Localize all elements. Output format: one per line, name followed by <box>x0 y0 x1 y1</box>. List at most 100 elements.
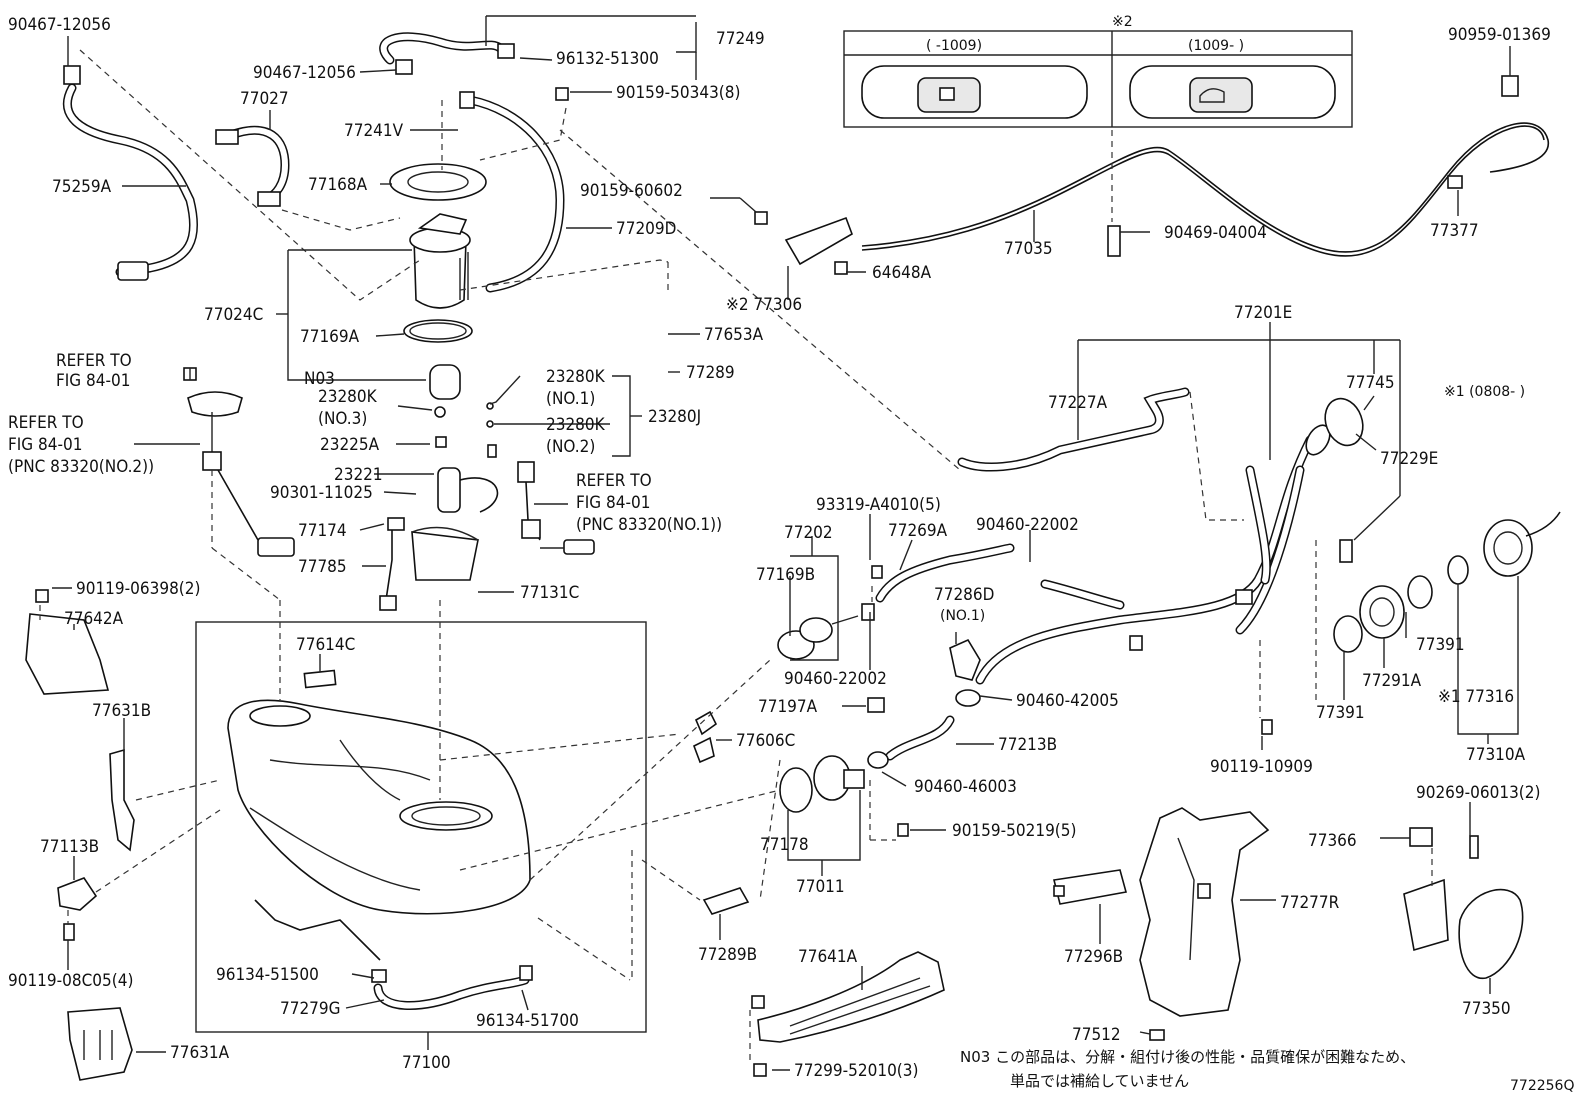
sender-gauge-right <box>517 461 595 555</box>
label-77291A: 77291A <box>1362 671 1422 691</box>
inlet-77291A <box>1359 585 1405 639</box>
label-77299-52010: 77299-52010(3) <box>794 1061 918 1081</box>
label-77169B: 77169B <box>756 565 815 585</box>
label-77286D-n: (NO.1) <box>940 608 985 624</box>
pump-bracket-77131C <box>411 531 479 581</box>
sender-gauge-plate-77202 <box>777 565 883 660</box>
fuel-door-opener-inset: ※2 ( -1009) (1009- ) <box>843 14 1353 128</box>
label-77606C: 77606C <box>736 731 795 751</box>
label-77286D: 77286D <box>934 585 994 605</box>
label-refer2-b: FIG 84-01 <box>8 435 82 455</box>
fuel-pump-body <box>413 237 467 309</box>
cap <box>1483 519 1533 577</box>
label-77306: ※2 77306 <box>726 295 802 315</box>
label-23221: 23221 <box>334 465 383 485</box>
label-90159-50343: 90159-50343(8) <box>616 83 740 103</box>
inset-frame <box>843 30 1353 128</box>
clamp-77197A <box>867 697 885 713</box>
label-77512: 77512 <box>1072 1025 1121 1045</box>
label-75259A: 75259A <box>52 177 112 197</box>
gasket-77391-a <box>1333 615 1363 653</box>
label-refer3-c: (PNC 83320(NO.1)) <box>576 515 722 535</box>
inlet-hose-77213B <box>867 689 981 769</box>
label-77350: 77350 <box>1462 999 1511 1019</box>
clip-77229E <box>1339 539 1353 563</box>
inlet-plate-77011 <box>779 755 909 837</box>
label-refer2-c: (PNC 83320(NO.2)) <box>8 457 154 477</box>
label-77631B: 77631B <box>92 701 151 721</box>
clip-90959 <box>1501 75 1519 97</box>
label-77027: 77027 <box>240 89 289 109</box>
label-23280K-1n: (NO.1) <box>546 389 595 409</box>
label-77296B: 77296B <box>1064 947 1123 967</box>
gasket-77391-b <box>1407 575 1433 609</box>
note-N03-line2: 単品では補給していません <box>1010 1072 1189 1090</box>
assembly-guide-lines <box>39 49 1433 1062</box>
label-77279G: 77279G <box>280 999 341 1019</box>
tank-pads-and-brackets <box>25 589 337 1081</box>
label-90460-22002-b: 90460-22002 <box>784 669 887 689</box>
vent-hose-75259A <box>63 65 199 281</box>
label-77197A: 77197A <box>758 697 818 717</box>
part-labels: 90467-12056 90467-12056 96132-51300 7724… <box>8 15 1551 1081</box>
bracket-77113B <box>57 877 98 911</box>
ring-77316 <box>1447 555 1469 585</box>
inset-right-header: (1009- ) <box>1188 38 1244 54</box>
label-23280K-3: 23280K <box>318 387 378 407</box>
label-77310A: 77310A <box>1466 745 1526 765</box>
label-90959-01369: 90959-01369 <box>1448 25 1551 45</box>
sender-gauge-left <box>187 391 295 557</box>
tank-group-frame-77100 <box>195 621 647 1033</box>
label-77785: 77785 <box>298 557 347 577</box>
label-77202: 77202 <box>784 523 833 543</box>
label-77366: 77366 <box>1308 831 1357 851</box>
bracket-77631B <box>109 748 135 852</box>
fuel-pump-23221 <box>437 467 461 513</box>
label-90460-46003: 90460-46003 <box>914 777 1017 797</box>
hose-77249 <box>379 32 515 75</box>
filler-housing-77277R <box>1139 807 1270 1017</box>
label-90469-04004: 90469-04004 <box>1164 223 1267 243</box>
label-77100: 77100 <box>402 1053 451 1073</box>
label-77641A: 77641A <box>798 947 858 967</box>
lock-77377 <box>1447 175 1463 189</box>
fuel-door-77350 <box>1403 827 1524 979</box>
label-77653A: 77653A <box>704 325 764 345</box>
label-93319-A4010: 93319-A4010(5) <box>816 495 941 515</box>
label-77377: 77377 <box>1430 221 1479 241</box>
fuel-tank <box>227 699 531 915</box>
label-77241V: 77241V <box>344 121 404 141</box>
label-77289: 77289 <box>686 363 735 383</box>
label-77316: ※1 77316 <box>1438 687 1514 707</box>
label-77277R: 77277R <box>1280 893 1340 913</box>
label-refer3-b: FIG 84-01 <box>576 493 650 513</box>
label-77229E: 77229E <box>1380 449 1438 469</box>
inset-left-header: ( -1009) <box>926 38 982 54</box>
label-note1: ※1 (0808- ) <box>1444 384 1525 400</box>
opener-cable-77035 <box>784 75 1549 266</box>
filter-N03 <box>429 364 461 400</box>
filler-pipe-77201E <box>975 424 1331 685</box>
label-77174: 77174 <box>298 521 347 541</box>
label-refer3-a: REFER TO <box>576 471 652 491</box>
label-77391-a: 77391 <box>1416 635 1465 655</box>
label-77227A: 77227A <box>1048 393 1108 413</box>
label-N03: N03 <box>304 369 335 389</box>
bracket-77296B <box>1053 869 1128 905</box>
label-23280K-2n: (NO.2) <box>546 437 595 457</box>
label-23225A: 23225A <box>320 435 380 455</box>
pad-77614C <box>303 669 337 689</box>
inset-title: ※2 <box>1112 14 1133 30</box>
label-77614C: 77614C <box>296 635 355 655</box>
brackets-77606C <box>692 710 718 764</box>
hose-clamp <box>63 65 81 85</box>
label-90301-11025: 90301-11025 <box>270 483 373 503</box>
label-23280K-2: 23280K <box>546 415 606 435</box>
label-96134-51500: 96134-51500 <box>216 965 319 985</box>
label-77131C: 77131C <box>520 583 579 603</box>
label-90119-08C05: 90119-08C05(4) <box>8 971 133 991</box>
label-90460-42005: 90460-42005 <box>1016 691 1119 711</box>
label-refer1-b: FIG 84-01 <box>56 371 130 391</box>
label-90159-50219: 90159-50219(5) <box>952 821 1076 841</box>
